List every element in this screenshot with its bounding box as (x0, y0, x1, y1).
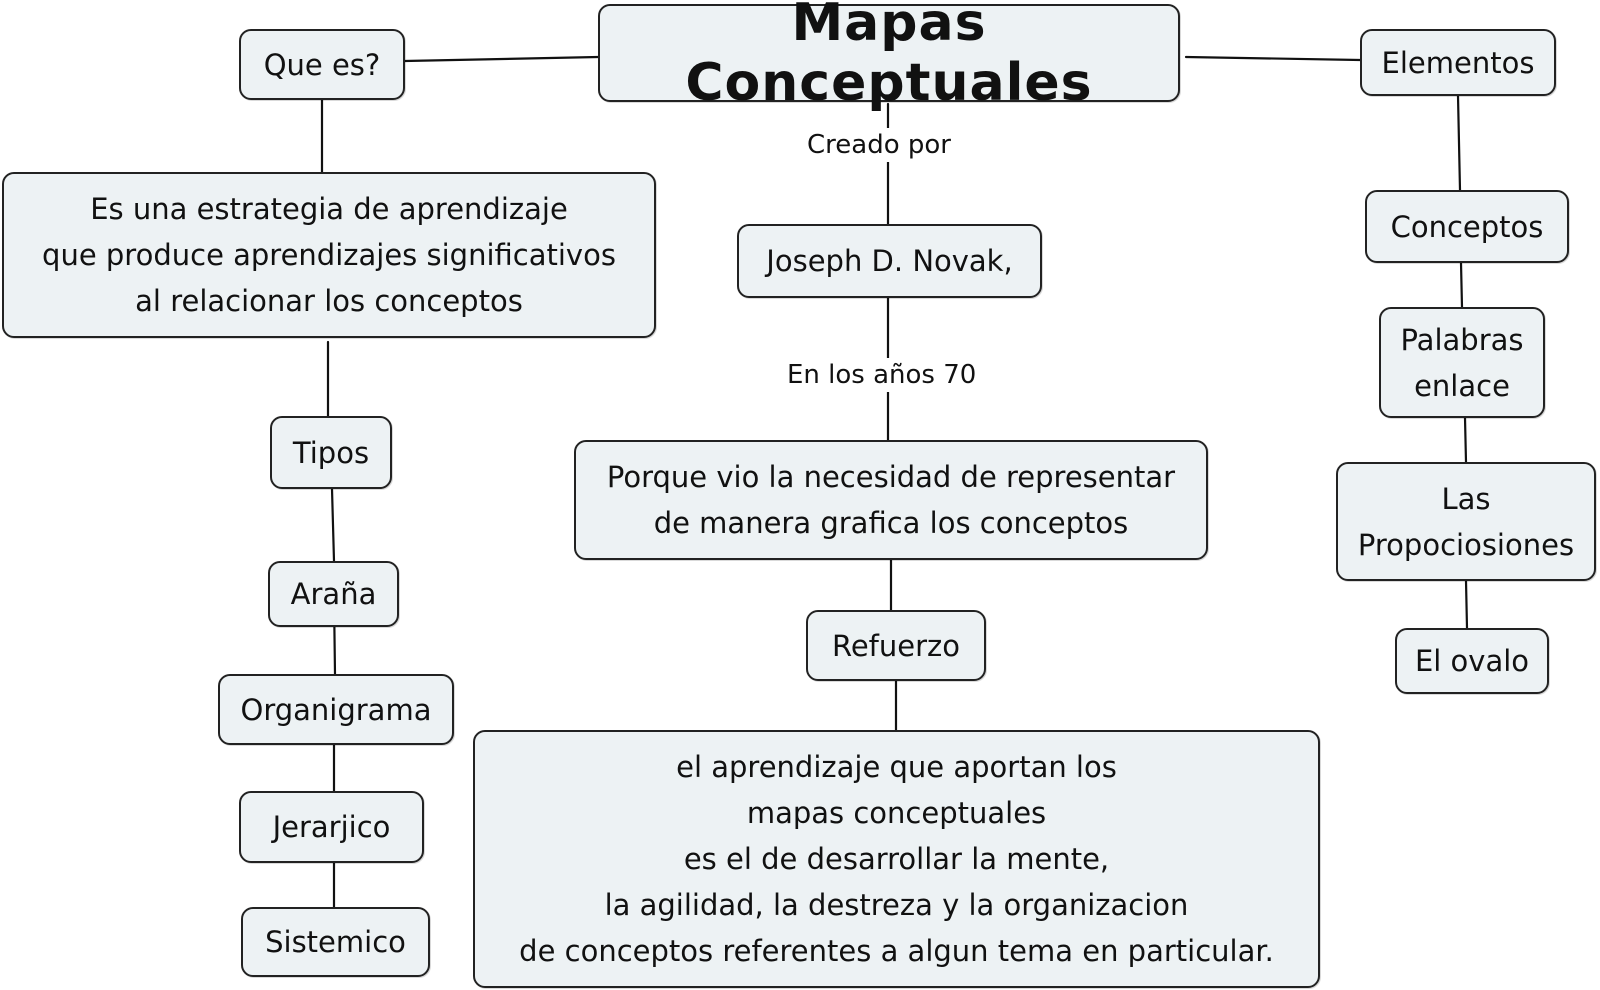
type-item-organigrama: Organigrama (218, 674, 454, 745)
element-item-palabras-enlace: Palabras enlace (1379, 307, 1545, 418)
definition-node: Es una estrategia de aprendizaje que pro… (2, 172, 656, 338)
years-label: En los años 70 (783, 358, 981, 392)
element-item-conceptos: Conceptos (1365, 190, 1569, 263)
element-item-proposiciones: Las Propociosiones (1336, 462, 1596, 581)
types-node: Tipos (270, 416, 392, 489)
connector-types-arana (330, 487, 336, 563)
elements-node: Elementos (1360, 29, 1556, 96)
type-item-jerarjico: Jerarjico (239, 791, 424, 863)
created-by-label: Creado por (803, 128, 955, 162)
connector-proposiciones-ovalo (1464, 579, 1469, 630)
connector-title-question (403, 55, 600, 63)
connector-elements-conceptos (1456, 94, 1462, 192)
question-node: Que es? (239, 29, 405, 100)
title-node: Mapas Conceptuales (598, 0, 1180, 113)
benefit-node: el aprendizaje que aportan los mapas con… (473, 730, 1320, 988)
connector-title-elements (1184, 55, 1362, 62)
element-item-ovalo: El ovalo (1395, 628, 1549, 694)
type-item-sistemico: Sistemico (241, 907, 430, 977)
connector-palabras-proposiciones (1463, 416, 1468, 464)
author-node: Joseph D. Novak, (737, 224, 1042, 298)
reinforcement-node: Refuerzo (806, 610, 986, 681)
connector-conceptos-palabras (1459, 261, 1464, 309)
type-item-arana: Araña (268, 561, 399, 627)
reason-node: Porque vio la necesidad de representar d… (574, 440, 1208, 560)
